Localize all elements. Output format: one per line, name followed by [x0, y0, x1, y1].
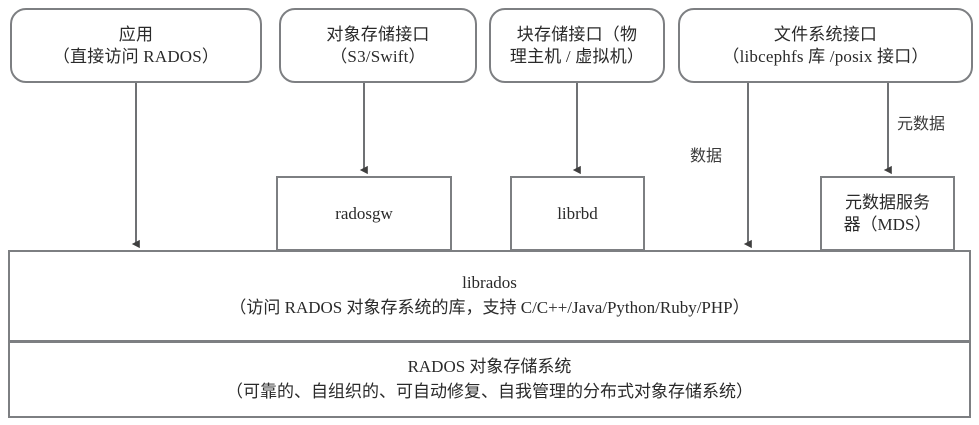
node-mds[interactable]: 元数据服务 器（MDS）	[820, 176, 955, 251]
node-block-storage-interface-subtitle: 理主机 / 虚拟机）	[509, 46, 645, 66]
node-object-storage-interface[interactable]: 对象存储接口 （S3/Swift）	[279, 8, 477, 83]
node-filesystem-interface-title: 文件系统接口	[773, 24, 878, 44]
node-app-title: 应用	[118, 24, 154, 44]
band-rados-description: （可靠的、自组织的、可自动修复、自我管理的分布式对象存储系统）	[226, 381, 753, 401]
node-block-storage-interface-title: 块存储接口（物	[516, 24, 638, 44]
node-librbd-title: librbd	[557, 203, 598, 223]
band-rados-title: RADOS 对象存储系统	[407, 356, 572, 376]
node-filesystem-interface[interactable]: 文件系统接口 （libcephfs 库 /posix 接口）	[678, 8, 973, 83]
node-filesystem-interface-subtitle: （libcephfs 库 /posix 接口）	[722, 46, 929, 66]
node-mds-subtitle: 器（MDS）	[843, 214, 932, 234]
edge-label-metadata: 元数据	[897, 116, 946, 133]
node-librbd[interactable]: librbd	[510, 176, 645, 251]
node-app[interactable]: 应用 （直接访问 RADOS）	[10, 8, 262, 83]
band-rados[interactable]: RADOS 对象存储系统 （可靠的、自组织的、可自动修复、自我管理的分布式对象存…	[8, 341, 971, 418]
band-librados[interactable]: librados （访问 RADOS 对象存系统的库，支持 C/C++/Java…	[8, 250, 971, 342]
node-block-storage-interface[interactable]: 块存储接口（物 理主机 / 虚拟机）	[489, 8, 665, 83]
node-object-storage-interface-subtitle: （S3/Swift）	[330, 46, 426, 66]
node-app-subtitle: （直接访问 RADOS）	[52, 46, 220, 66]
node-radosgw[interactable]: radosgw	[276, 176, 452, 251]
band-librados-title: librados	[462, 273, 517, 293]
node-mds-title: 元数据服务	[845, 192, 930, 212]
band-librados-description: （访问 RADOS 对象存系统的库，支持 C/C++/Java/Python/R…	[229, 298, 750, 317]
node-radosgw-title: radosgw	[335, 203, 393, 223]
edge-label-data: 数据	[690, 148, 723, 165]
node-object-storage-interface-title: 对象存储接口	[326, 24, 430, 44]
